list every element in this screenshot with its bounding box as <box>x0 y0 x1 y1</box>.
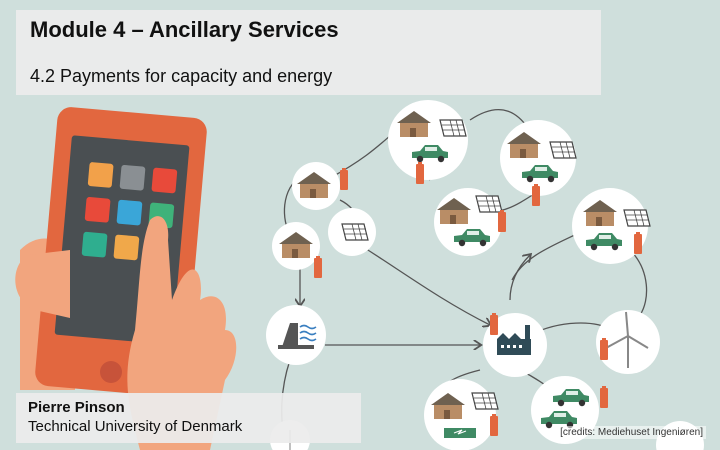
battery-icon <box>340 168 348 190</box>
house-icon <box>424 379 499 450</box>
author-affiliation: Technical University of Denmark <box>28 418 243 435</box>
wind-turbine-icon <box>596 310 660 374</box>
battery-icon <box>634 232 642 254</box>
title-panel: Module 4 – Ancillary Services 4.2 Paymen… <box>16 10 601 95</box>
author-panel: Pierre Pinson Technical University of De… <box>16 393 361 443</box>
house-icon <box>272 222 320 270</box>
battery-icon <box>416 162 424 184</box>
battery-icon <box>314 256 322 278</box>
battery-icon <box>600 338 608 360</box>
house-icon <box>388 100 468 180</box>
house-icon <box>572 188 651 264</box>
house-icon <box>434 188 503 256</box>
power-line-icon <box>444 428 476 438</box>
house-icon <box>500 120 577 196</box>
battery-icon <box>490 313 498 335</box>
battery-icon <box>600 386 608 408</box>
battery-icon <box>498 210 506 232</box>
battery-icon <box>532 184 540 206</box>
house-icon <box>292 162 340 210</box>
hand-icon <box>15 216 237 450</box>
solar-panel-icon <box>328 208 376 256</box>
page-subtitle: 4.2 Payments for capacity and energy <box>30 66 333 86</box>
factory-icon <box>483 313 547 377</box>
battery-icon <box>490 414 498 436</box>
author-name: Pierre Pinson <box>28 399 125 416</box>
image-credits: [credits: Mediehuset Ingeniøren] <box>557 426 706 439</box>
hydro-plant-icon <box>266 305 326 365</box>
page-title: Module 4 – Ancillary Services <box>30 17 339 42</box>
